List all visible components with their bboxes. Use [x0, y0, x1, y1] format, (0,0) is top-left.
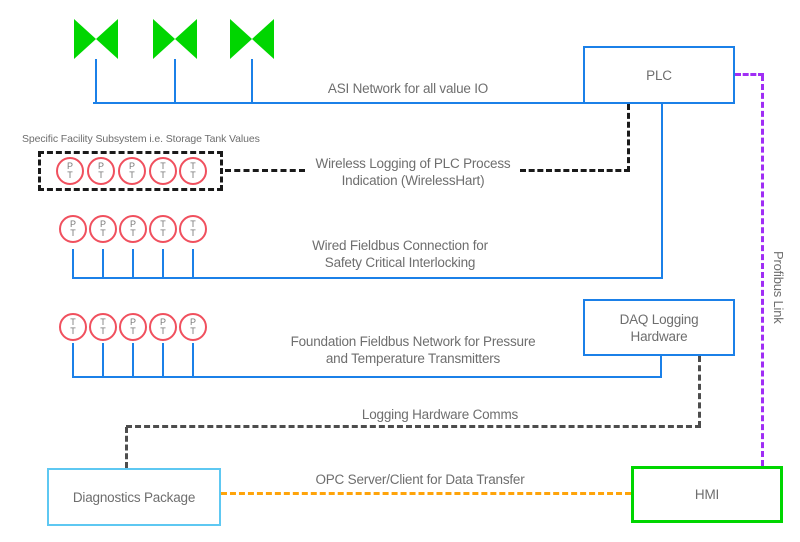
- transmitter-bottom-letter: T: [130, 228, 136, 238]
- logging-comms-label: Logging Hardware Comms: [361, 407, 519, 422]
- subsystem-caption: Specific Facility Subsystem i.e. Storage…: [22, 133, 260, 145]
- valve-right-triangle: [252, 19, 274, 59]
- profibus-vertical: [761, 75, 764, 466]
- profibus-horizontal: [735, 73, 764, 76]
- transmitter-top-letter: P: [69, 218, 76, 229]
- hmi-box: HMI: [631, 466, 783, 523]
- logging-comms-horizontal: [126, 425, 701, 428]
- transmitter-drop-line: [192, 343, 194, 377]
- foundation-fieldbus-line: [72, 376, 662, 378]
- transmitter-top-letter: P: [97, 160, 104, 171]
- plc-box: PLC: [583, 46, 735, 104]
- opc-link-line: [221, 492, 631, 495]
- transmitter-drop-line: [162, 343, 164, 377]
- transmitter-bottom-letter: T: [129, 170, 135, 180]
- wireless-hart-right-segment: [520, 169, 630, 172]
- profibus-link-label: Profibus Link: [771, 251, 786, 324]
- wired-fieldbus-riser: [661, 104, 663, 279]
- transmitter-top-letter: P: [66, 160, 73, 171]
- transmitter-top-letter: P: [129, 218, 136, 229]
- valve-left-triangle: [74, 19, 96, 59]
- foundation-fieldbus-riser: [660, 356, 662, 377]
- transmitter-top-letter: P: [159, 316, 166, 327]
- transmitter-top-letter: P: [128, 160, 135, 171]
- hmi-label: HMI: [694, 487, 720, 502]
- valve-drop-line: [174, 59, 176, 104]
- storage-tank-subsystem-box: [38, 151, 223, 191]
- transmitter-top-letter: P: [129, 316, 136, 327]
- transmitter-bottom-letter: T: [190, 326, 196, 336]
- logging-comms-drop: [125, 427, 128, 468]
- transmitter-top-letter: T: [70, 316, 76, 327]
- transmitter-bottom-letter: T: [160, 170, 166, 180]
- transmitter-top-letter: T: [190, 218, 196, 229]
- valve-right-triangle: [96, 19, 118, 59]
- transmitter-bottom-letter: T: [190, 228, 196, 238]
- transmitter-top-letter: T: [100, 316, 106, 327]
- wireless-hart-vertical: [627, 104, 630, 172]
- logging-comms-vertical: [698, 356, 701, 427]
- transmitter-drop-line: [102, 343, 104, 377]
- transmitter-bottom-letter: T: [70, 326, 76, 336]
- valve-icon: [230, 19, 274, 59]
- transmitter-bottom-letter: T: [160, 228, 166, 238]
- transmitter-bottom-letter: T: [98, 170, 104, 180]
- transmitter-bottom-letter: T: [160, 326, 166, 336]
- valve-left-triangle: [230, 19, 252, 59]
- transmitter-top-letter: P: [189, 316, 196, 327]
- transmitter-bottom-letter: T: [67, 170, 73, 180]
- transmitter-top-letter: T: [190, 160, 196, 171]
- transmitter-top-letter: T: [160, 160, 166, 171]
- diagnostics-label: Diagnostics Package: [72, 489, 196, 505]
- transmitter-bottom-letter: T: [100, 228, 106, 238]
- valve-drop-line: [251, 59, 253, 104]
- asi-network-line: [93, 102, 583, 104]
- transmitter-bottom-letter: T: [100, 326, 106, 336]
- valve-icon: [74, 19, 118, 59]
- transmitter-drop-line: [72, 343, 74, 377]
- transmitter-bottom-letter: T: [130, 326, 136, 336]
- valve-icon: [153, 19, 197, 59]
- plc-label: PLC: [646, 67, 672, 83]
- transmitter-drop-line: [102, 249, 104, 278]
- transmitter-drop-line: [162, 249, 164, 278]
- transmitter-drop-line: [132, 343, 134, 377]
- transmitter-top-letter: T: [160, 218, 166, 229]
- transmitter-bottom-letter: T: [190, 170, 196, 180]
- transmitter-drop-line: [72, 249, 74, 278]
- transmitter-bottom-letter: T: [70, 228, 76, 238]
- transmitter-top-letter: P: [99, 218, 106, 229]
- valve-drop-line: [95, 59, 97, 104]
- wireless-hart-left-segment: [225, 169, 305, 172]
- diagnostics-package-box: Diagnostics Package: [47, 468, 221, 526]
- asi-network-label: ASI Network for all value IO: [327, 81, 489, 96]
- valve-left-triangle: [153, 19, 175, 59]
- foundation-fieldbus-label: Foundation Fieldbus Network for Pressure…: [290, 334, 536, 366]
- valve-right-triangle: [175, 19, 197, 59]
- transmitter-drop-line: [192, 249, 194, 278]
- wired-fieldbus-line: [72, 277, 663, 279]
- transmitter-drop-line: [132, 249, 134, 278]
- opc-transfer-label: OPC Server/Client for Data Transfer: [315, 472, 525, 487]
